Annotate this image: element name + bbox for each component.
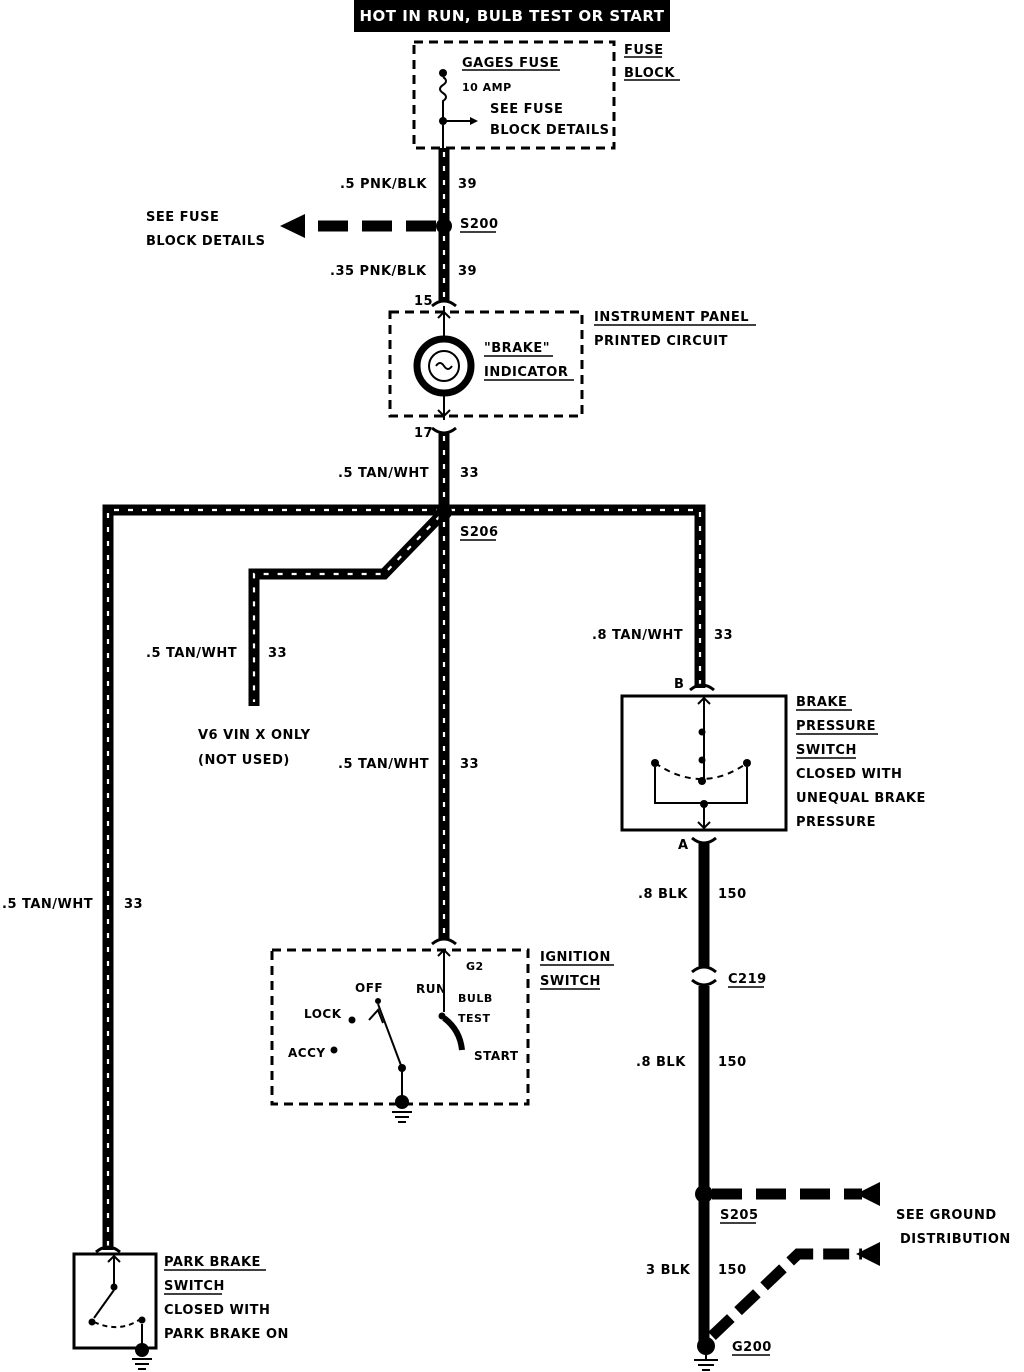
fuse-name: GAGES FUSE — [462, 56, 559, 71]
wire-circuit-w5: 33 — [460, 757, 479, 772]
wire-circuit-w2: 39 — [458, 264, 477, 279]
v6-note-2: (NOT USED) — [198, 753, 290, 768]
ground-note-1: SEE GROUND — [896, 1208, 997, 1223]
indicator-label-1: "BRAKE" — [484, 341, 550, 356]
fuse-details-arrow — [280, 214, 305, 238]
bps-label-6: PRESSURE — [796, 815, 876, 830]
fuse-block-label-2: BLOCK — [624, 66, 675, 81]
wire-circuit-w10: 150 — [718, 1263, 747, 1278]
fuse-rating: 10 AMP — [462, 81, 512, 94]
wire-label-w2: .35 PNK/BLK — [330, 264, 427, 279]
ground-dist-arrow-1 — [856, 1182, 880, 1206]
splice-s200-label: S200 — [460, 217, 499, 232]
bps-label-5: UNEQUAL BRAKE — [796, 791, 926, 806]
wire-label-w9: .8 BLK — [636, 1055, 686, 1070]
splice-s200 — [436, 218, 452, 234]
park-brake-label-1: PARK BRAKE — [164, 1255, 261, 1270]
see-fuse-left-1: SEE FUSE — [146, 210, 219, 225]
wire-label-w8: .8 BLK — [638, 887, 688, 902]
ignition-pos-bulb1: BULB — [458, 992, 493, 1005]
wire-label-w6: .8 TAN/WHT — [592, 628, 683, 643]
park-brake-label-3: CLOSED WITH — [164, 1303, 270, 1318]
bps-label-2: PRESSURE — [796, 719, 876, 734]
wire-label-w3: .5 TAN/WHT — [338, 466, 429, 481]
bps-label-3: SWITCH — [796, 743, 857, 758]
bps-label-1: BRAKE — [796, 695, 847, 710]
bps-pin-a: A — [678, 838, 689, 853]
fuse-note-1: SEE FUSE — [490, 102, 563, 117]
wire-label-w1: .5 PNK/BLK — [340, 177, 427, 192]
splice-s205-label: S205 — [720, 1208, 759, 1223]
wire-circuit-w7: 33 — [124, 897, 143, 912]
ignition-switch-box — [270, 948, 530, 1106]
ignition-pos-bulb2: TEST — [458, 1012, 490, 1025]
see-fuse-left-2: BLOCK DETAILS — [146, 234, 266, 249]
wire-label-w7: .5 TAN/WHT — [2, 897, 93, 912]
wire-label-w5: .5 TAN/WHT — [338, 757, 429, 772]
splice-s205 — [695, 1185, 713, 1203]
fuse-note-2: BLOCK DETAILS — [490, 123, 610, 138]
pin-17: 17 — [414, 426, 433, 441]
wire-label-w10: 3 BLK — [646, 1263, 691, 1278]
header-title: HOT IN RUN, BULB TEST OR START — [360, 7, 665, 25]
ground-g200 — [697, 1337, 715, 1355]
ignition-pos-off: OFF — [355, 981, 383, 995]
ignition-pos-start: START — [474, 1049, 519, 1063]
bps-pin-b: B — [674, 677, 684, 692]
fuse-block-box — [412, 40, 616, 150]
ignition-pos-run: RUN — [416, 982, 447, 996]
fuse-block-label-1: FUSE — [624, 43, 664, 58]
wire-circuit-w1: 39 — [458, 177, 477, 192]
brake-indicator-bulb — [413, 335, 475, 397]
park-brake-label-2: SWITCH — [164, 1279, 225, 1294]
ignition-label-1: IGNITION — [540, 950, 611, 965]
instrument-panel-label-1: INSTRUMENT PANEL — [594, 310, 749, 325]
ignition-label-2: SWITCH — [540, 974, 601, 989]
bps-label-4: CLOSED WITH — [796, 767, 902, 782]
ground-g200-label: G200 — [732, 1340, 772, 1355]
ignition-pos-accy: ACCY — [288, 1046, 326, 1060]
header-banner — [354, 0, 670, 32]
fuse-element — [439, 76, 447, 119]
connector-c219-label: C219 — [728, 972, 767, 987]
ground-dist-arrow-2 — [856, 1242, 880, 1266]
park-brake-label-4: PARK BRAKE ON — [164, 1327, 289, 1342]
wire-circuit-w9: 150 — [718, 1055, 747, 1070]
ground-note-2: DISTRIBUTION — [900, 1232, 1011, 1247]
indicator-label-2: INDICATOR — [484, 365, 568, 380]
wire-label-w4: .5 TAN/WHT — [146, 646, 237, 661]
ignition-pin-g2: G2 — [466, 960, 484, 973]
wire-circuit-w4: 33 — [268, 646, 287, 661]
ignition-pos-lock: LOCK — [304, 1007, 342, 1021]
pin-15: 15 — [414, 294, 433, 309]
v6-note-1: V6 VIN X ONLY — [198, 728, 311, 743]
wire-circuit-w8: 150 — [718, 887, 747, 902]
instrument-panel-box — [388, 310, 584, 418]
wire-circuit-w6: 33 — [714, 628, 733, 643]
splice-s206-label: S206 — [460, 525, 499, 540]
instrument-panel-label-2: PRINTED CIRCUIT — [594, 334, 728, 349]
wire-circuit-w3: 33 — [460, 466, 479, 481]
